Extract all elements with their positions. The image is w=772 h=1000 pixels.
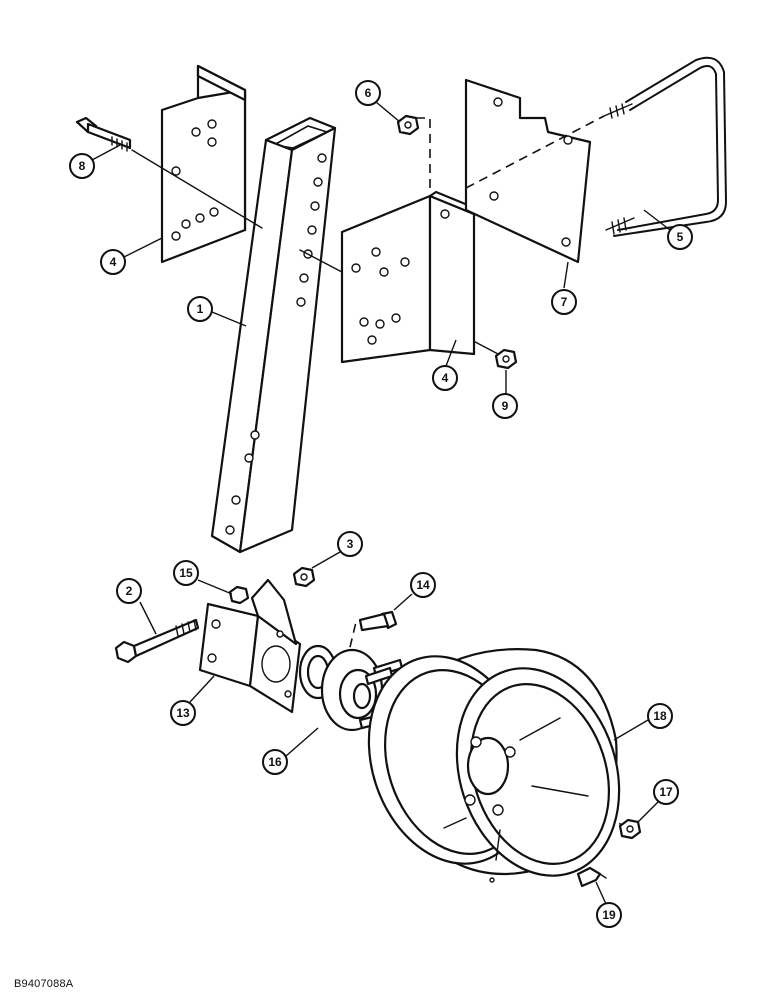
callout-18: 18 <box>647 703 673 729</box>
callout-label: 1 <box>197 302 204 316</box>
figure-code: B9407088A <box>14 978 74 990</box>
callout-label: 18 <box>653 709 667 723</box>
wheel-rim <box>367 648 621 883</box>
callout-16: 16 <box>262 749 288 775</box>
nut-15 <box>228 585 250 605</box>
callout-label: 8 <box>79 159 86 173</box>
callout-label: 3 <box>347 537 354 551</box>
callout-label: 16 <box>268 755 282 769</box>
callout-label: 6 <box>365 86 372 100</box>
callout-label: 4 <box>442 371 449 385</box>
callout-9: 9 <box>492 393 518 419</box>
callout-label: 5 <box>677 230 684 244</box>
callout-19: 19 <box>596 902 622 928</box>
callout-label: 4 <box>110 255 117 269</box>
callout-label: 2 <box>126 584 133 598</box>
callout-label: 17 <box>659 785 673 799</box>
nut-9 <box>494 348 518 370</box>
wheel-bracket <box>198 578 302 714</box>
callout-2: 2 <box>116 578 142 604</box>
callout-label: 9 <box>502 399 509 413</box>
callout-7: 7 <box>551 289 577 315</box>
callout-label: 13 <box>176 706 190 720</box>
clamp-plate <box>464 78 592 264</box>
u-bolt <box>603 56 728 237</box>
callout-13: 13 <box>170 700 196 726</box>
callout-label: 14 <box>416 578 430 592</box>
valve-stem <box>576 866 607 888</box>
nut-17 <box>618 818 642 840</box>
dashed-line-nut-6 <box>416 117 431 192</box>
right-angle-bracket <box>340 190 482 364</box>
callout-4-right: 4 <box>432 365 458 391</box>
callout-14: 14 <box>410 572 436 598</box>
nut-3 <box>292 566 316 588</box>
callout-label: 15 <box>179 566 193 580</box>
callout-17: 17 <box>653 779 679 805</box>
callout-label: 19 <box>602 908 616 922</box>
bolt-14 <box>358 610 398 632</box>
leg-tube <box>210 116 337 554</box>
callout-1: 1 <box>187 296 213 322</box>
callout-15: 15 <box>173 560 199 586</box>
nut-6 <box>396 114 420 136</box>
callout-3: 3 <box>337 531 363 557</box>
callout-5: 5 <box>667 224 693 250</box>
dashed-line-plate <box>465 115 605 189</box>
callout-6: 6 <box>355 80 381 106</box>
left-angle-bracket <box>160 64 247 264</box>
bolt-2 <box>114 618 200 664</box>
callout-4-left: 4 <box>100 249 126 275</box>
bolt-8 <box>75 116 132 152</box>
bolt-axis-line <box>131 149 263 229</box>
callout-leaders <box>91 101 671 905</box>
callout-8: 8 <box>69 153 95 179</box>
callout-label: 7 <box>561 295 568 309</box>
